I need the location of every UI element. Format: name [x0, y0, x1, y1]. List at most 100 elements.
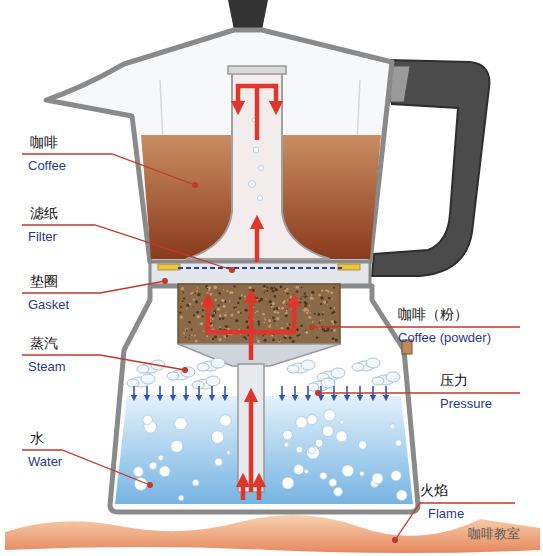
bubble	[315, 439, 323, 447]
coffee-grain	[245, 309, 248, 312]
coffee-grain	[183, 297, 185, 299]
coffee-grain	[320, 319, 322, 321]
coffee-grain	[264, 292, 265, 293]
coffee-grain	[183, 332, 185, 334]
coffee-grain	[271, 306, 273, 308]
coffee-grain	[256, 310, 258, 312]
coffee-grain	[274, 286, 276, 288]
coffee-grain	[256, 337, 257, 338]
coffee-grain	[241, 294, 243, 296]
coffee-grain	[321, 289, 323, 291]
bubble	[322, 426, 333, 437]
coffee-grain	[280, 286, 283, 289]
coffee-grain	[283, 336, 286, 339]
coffee-grain	[322, 314, 324, 316]
coffee-grain	[202, 309, 204, 311]
coffee-grain	[221, 299, 224, 302]
coffee-grain	[200, 323, 201, 324]
coffee-grain	[197, 315, 200, 318]
lid-knob	[228, 0, 268, 30]
coffee-grain	[218, 304, 220, 306]
coffee-grain	[223, 305, 226, 308]
bubble	[340, 420, 344, 424]
bubble	[226, 451, 230, 455]
part-label-english: Pressure	[440, 397, 492, 412]
coffee-grain	[303, 309, 305, 311]
coffee-grain	[286, 327, 289, 330]
coffee-grain	[204, 303, 206, 305]
steam-puff	[137, 365, 149, 373]
steam-puff	[181, 367, 195, 377]
coffee-grain	[306, 331, 309, 334]
flow-arrow	[249, 395, 254, 492]
coffee-grain	[300, 298, 302, 300]
bubble	[178, 495, 184, 501]
coffee-grain	[205, 285, 208, 288]
coffee-grain	[330, 292, 333, 295]
bubble	[159, 466, 170, 477]
steam-puff	[287, 365, 299, 373]
coffee-grain	[291, 298, 293, 300]
coffee-grain	[318, 294, 321, 297]
coffee-grain	[272, 290, 275, 293]
leader-lines	[22, 154, 520, 540]
coffee-grain	[180, 306, 182, 308]
coffee-grain	[208, 289, 210, 291]
coffee-grain	[186, 304, 189, 307]
leader-line	[312, 326, 520, 327]
coffee-grain	[262, 335, 264, 337]
coffee-grain	[201, 302, 204, 305]
coffee-grain	[262, 313, 265, 316]
bubble	[304, 469, 308, 473]
coffee-grain	[188, 338, 189, 339]
coffee-grain	[197, 293, 200, 296]
coffee-grain	[255, 312, 256, 313]
bubble	[360, 471, 365, 476]
coffee-grain	[287, 308, 288, 309]
coffee-grain	[269, 300, 272, 303]
coffee-grain	[224, 314, 227, 317]
coffee-grain	[276, 317, 279, 320]
coffee-grain	[265, 290, 266, 291]
coffee-grain	[225, 311, 226, 312]
coffee-grain	[266, 298, 267, 299]
coffee-grain	[278, 307, 280, 309]
coffee-grain	[273, 308, 275, 310]
part-label-english: Coffee (powder)	[398, 331, 491, 346]
coffee-grain	[274, 310, 277, 313]
coffee-grain	[325, 289, 327, 291]
coffee-grain	[218, 292, 221, 295]
coffee-grain	[272, 302, 275, 305]
leader-line	[22, 154, 195, 185]
coffee-grain	[254, 298, 256, 300]
coffee-grain	[311, 291, 314, 294]
pressure-arrow	[185, 386, 187, 398]
coffee-grain	[264, 317, 265, 318]
bubble	[390, 424, 395, 429]
bubble	[396, 490, 407, 501]
part-label-english: Filter	[28, 230, 57, 245]
coffee-grain	[334, 321, 336, 323]
coffee-grain	[334, 321, 337, 324]
flow-arrows	[208, 84, 294, 500]
coffee-grain	[305, 302, 308, 305]
coffee-grain	[312, 321, 314, 323]
coffee-grain	[219, 326, 221, 328]
coffee-grain	[289, 337, 292, 340]
bubble	[342, 465, 354, 477]
coffee-grain	[257, 340, 260, 343]
coffee-grain	[233, 307, 235, 309]
coffee-grain	[253, 296, 256, 299]
bubble	[308, 447, 315, 454]
coffee-grain	[285, 315, 287, 317]
coffee-grain	[191, 334, 193, 336]
steam-puff	[206, 376, 220, 386]
coffee-grain	[329, 307, 331, 309]
coffee-grain	[327, 304, 328, 305]
leader-dot	[229, 267, 235, 273]
coffee-grain	[245, 320, 248, 323]
coffee-grain	[217, 290, 218, 291]
coffee-grain	[239, 297, 242, 300]
